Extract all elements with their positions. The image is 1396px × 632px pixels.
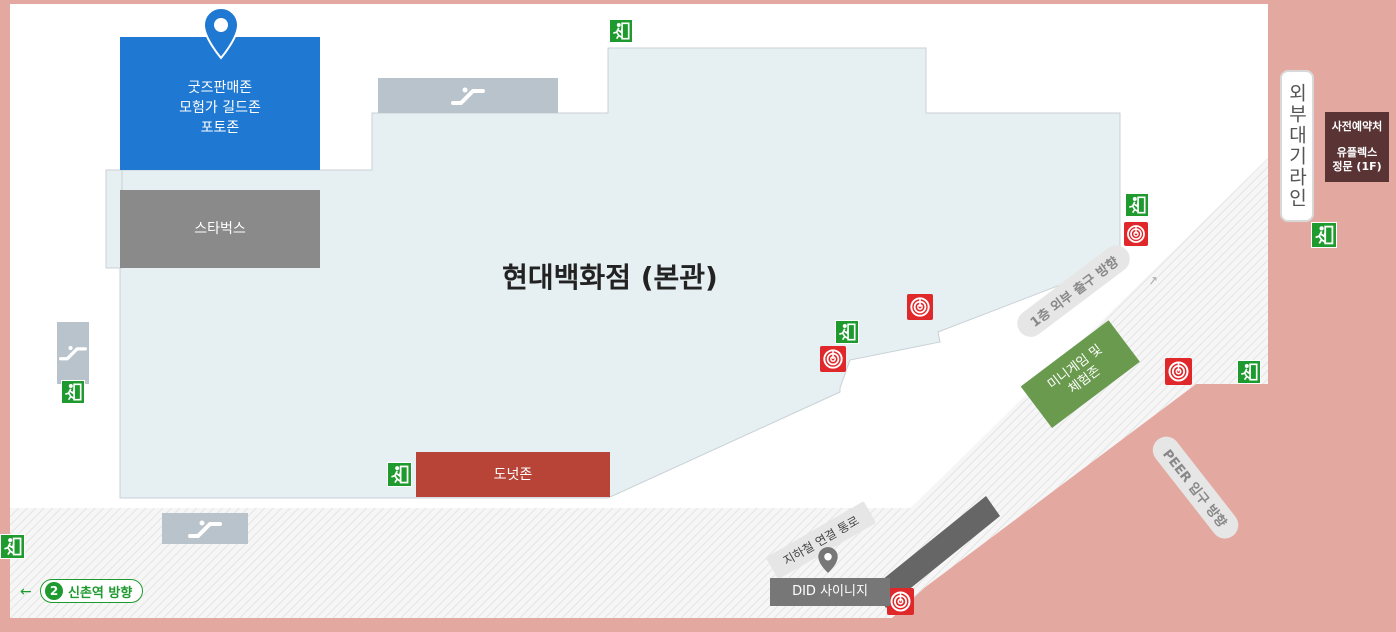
fire-hose-icon [820, 346, 846, 372]
emergency-exit-icon [609, 19, 633, 43]
starbucks-label: 스타벅스 [194, 221, 246, 237]
lower-corridor [10, 508, 1010, 618]
escalator-icon [188, 520, 222, 538]
fire-hose-icon [1124, 222, 1148, 246]
outer-queue-line: 외부대기라인 [1280, 70, 1314, 222]
goods-zone-label: 굿즈판매존 모험가 길드존 포토존 [179, 79, 261, 136]
escalator-bottom [162, 513, 248, 544]
did-signage-label: DID 사이니지 [792, 584, 868, 599]
goods-zone[interactable]: 굿즈판매존 모험가 길드존 포토존 [120, 37, 320, 170]
escalator-icon [59, 346, 87, 361]
fire-hose-icon [907, 294, 933, 320]
shinchon-direction-pill[interactable]: 2 신촌역 방향 [40, 579, 144, 603]
emergency-exit-icon [0, 534, 25, 559]
did-signage[interactable]: DID 사이니지 [770, 578, 890, 606]
emergency-exit-icon [61, 380, 85, 404]
escalator-top [378, 78, 558, 113]
emergency-exit-icon [1237, 360, 1261, 384]
uplex-gate-label: 유플렉스 정문 (1F) [1332, 146, 1382, 173]
line2-badge: 2 [45, 582, 63, 600]
building-outline [105, 47, 1121, 499]
escalator-left [57, 322, 89, 384]
fire-hose-icon [1165, 358, 1192, 385]
did-bar [872, 496, 1000, 608]
map-pin-icon [202, 6, 240, 60]
donut-zone[interactable]: 도넛존 [416, 452, 610, 497]
reservation-box[interactable]: 사전예약처 유플렉스 정문 (1F) [1325, 112, 1389, 182]
shinchon-direction-label: 신촌역 방향 [68, 585, 133, 601]
emergency-exit-icon [1125, 193, 1149, 217]
fire-hose-icon [887, 588, 914, 615]
building-label: 현대백화점 (본관) [502, 261, 718, 294]
emergency-exit-icon [387, 462, 412, 487]
outer-queue-label: 외부대기라인 [1285, 83, 1308, 209]
map-pin-icon [817, 546, 839, 574]
donut-zone-label: 도넛존 [493, 466, 533, 483]
escalator-icon [451, 87, 485, 105]
emergency-exit-icon [1311, 222, 1337, 248]
emergency-exit-icon [835, 320, 859, 344]
arrow-left-icon: ← [20, 584, 32, 600]
starbucks-zone[interactable]: 스타벅스 [120, 190, 320, 268]
reservation-label: 사전예약처 [1331, 120, 1383, 133]
